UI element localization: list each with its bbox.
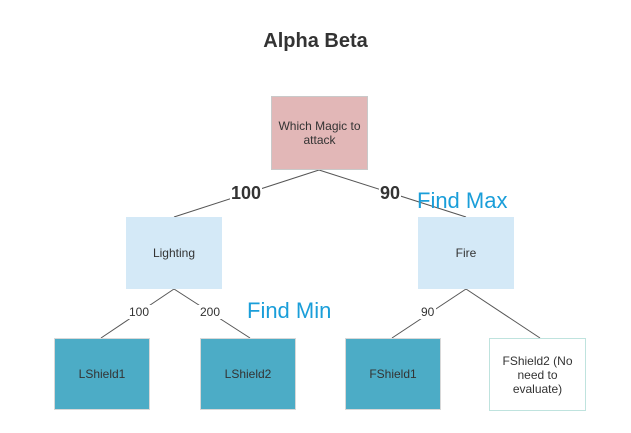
lighting-node-label: Lighting [152, 246, 196, 260]
edge-fire-fshield2 [465, 288, 541, 339]
fshield1-node-label: FShield1 [369, 367, 417, 381]
root-node: Which Magic to attack [271, 96, 368, 170]
fire-node: Fire [418, 217, 514, 289]
edge-label-lighting: 100 [230, 183, 263, 204]
fire-node-label: Fire [455, 246, 477, 260]
root-node-label: Which Magic to attack [278, 119, 361, 147]
edge-label-lshield1: 100 [127, 305, 152, 319]
fshield1-node: FShield1 [345, 338, 441, 410]
diagram-title: Alpha Beta [263, 30, 368, 52]
edge-label-fshield1: 90 [419, 305, 437, 319]
lshield2-node-label: LShield2 [224, 367, 272, 381]
lshield1-node: LShield1 [54, 338, 150, 410]
fshield2-node: FShield2 (No need to evaluate) [489, 338, 586, 411]
edge-label-lshield2: 200 [198, 305, 223, 319]
find-min-annotation: Find Min [247, 298, 332, 323]
edge-label-fire: 90 [379, 183, 402, 204]
lshield1-node-label: LShield1 [78, 367, 126, 381]
lshield2-node: LShield2 [200, 338, 296, 410]
fshield2-node-label: FShield2 (No need to evaluate) [502, 353, 573, 396]
lighting-node: Lighting [126, 217, 222, 289]
find-max-annotation: Find Max [417, 188, 508, 213]
